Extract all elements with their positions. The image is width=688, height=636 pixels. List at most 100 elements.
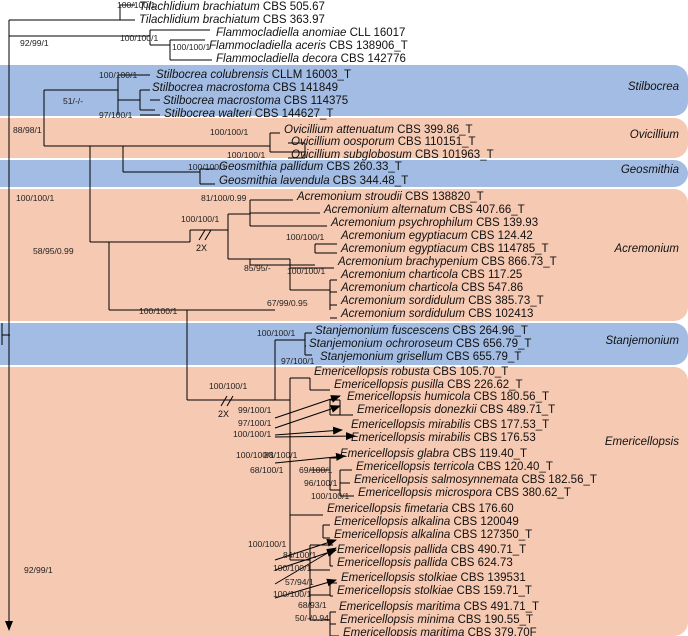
taxon-species: Acremonium sordidulum	[340, 295, 465, 307]
support-value: 100/100/1	[99, 70, 137, 80]
taxon-species: Acremonium brachypenium	[337, 256, 478, 268]
taxon-label: Stilbocrea macrostoma CBS 141849	[152, 82, 338, 94]
taxon-label: Stanjemonium fuscescens CBS 264.96_T	[315, 325, 528, 337]
taxon-label: Emericellopsis pusilla CBS 226.62_T	[334, 379, 523, 391]
taxon-species: Emericellopsis glabra	[340, 448, 449, 460]
taxon-strain: CBS 182.56_T	[518, 474, 597, 486]
support-value: 100/100/1	[257, 328, 295, 338]
pointer-arrow	[274, 432, 356, 441]
support-value: 58/95/0.99	[33, 246, 74, 256]
taxon-strain: CBS 119.40_T	[449, 448, 527, 460]
taxon-strain: CBS 101963_T	[412, 149, 494, 161]
taxon-species: Stilbocrea colubrensis	[156, 69, 269, 81]
break-label: 2X	[218, 409, 229, 419]
taxon-strain: CLL 16017	[346, 27, 405, 39]
taxon-label: Acremonium stroudii CBS 138820_T	[296, 191, 484, 203]
taxon-strain: CBS 180.56_T	[470, 391, 549, 403]
taxon-species: Acremonium stroudii	[296, 191, 402, 203]
pointer-arrow	[274, 395, 341, 419]
support-value: 100/100/1	[172, 42, 210, 52]
taxon-label: Tilachlidium brachiatum CBS 363.97	[139, 14, 325, 26]
support-value: 100/100/1	[233, 429, 271, 439]
taxon-strain: CBS 124.42	[468, 230, 533, 242]
taxon-species: Emericellopsis robusta	[314, 366, 430, 378]
support-value: 68/100/1	[250, 465, 284, 475]
support-value: 92/99/1	[20, 38, 49, 48]
clade-label: Stanjemonium	[605, 335, 679, 347]
taxon-species: Emericellopsis pallida	[337, 544, 448, 556]
taxon-label: Acremonium psychrophilum CBS 139.93	[330, 217, 538, 229]
taxon-species: Emericellopsis humicola	[347, 391, 470, 403]
taxon-strain: CBS 866.73_T	[478, 256, 557, 268]
taxon-label: Emericellopsis maritima CBS 379.70F	[343, 627, 537, 636]
support-value: 50/-/0.94	[295, 613, 329, 623]
taxon-strain: CBS 110151_T	[395, 136, 476, 148]
taxon-strain: CBS 385.73_T	[465, 295, 544, 307]
taxon-species: Tilachlidium brachiatum	[139, 1, 260, 13]
taxon-label: Ovicillium subglobosum CBS 101963_T	[291, 149, 494, 161]
taxon-strain: CBS 624.73	[448, 557, 513, 569]
taxon-species: Acremonium charticola	[340, 269, 458, 281]
taxon-species: Stanjemonium ochroroseum	[309, 338, 453, 350]
taxon-label: Stilbocrea walteri CBS 144627_T	[164, 108, 333, 120]
pointer-arrow	[274, 578, 337, 599]
support-value: 100/100/1	[16, 193, 54, 203]
taxon-species: Emericellopsis donezkii	[357, 404, 477, 416]
clade-label: Geosmithia	[621, 164, 679, 176]
pointer-arrow	[274, 405, 341, 429]
taxon-strain: CBS 190.55_T	[454, 614, 533, 626]
taxon-label: Emericellopsis humicola CBS 180.56_T	[347, 391, 549, 403]
clade-label: Emericellopsis	[605, 436, 679, 448]
taxon-species: Emericellopsis fimetaria	[327, 503, 448, 515]
support-value: 69/100/1	[299, 465, 333, 475]
support-value: 96/100/1	[304, 478, 338, 488]
support-value: 100/100/1	[139, 306, 177, 316]
taxon-species: Tilachlidium brachiatum	[139, 14, 260, 26]
taxon-species: Geosmithia lavendula	[219, 175, 330, 187]
taxon-label: Geosmithia pallidum CBS 260.33_T	[219, 161, 402, 173]
taxon-species: Ovicillium subglobosum	[291, 149, 412, 161]
support-value: 85/95/-	[244, 263, 271, 273]
support-value: 100/100/1	[120, 33, 158, 43]
support-value: 67/99/0.95	[267, 298, 308, 308]
taxon-strain: CBS 344.48_T	[330, 175, 409, 187]
taxon-strain: CBS 176.60	[448, 503, 513, 515]
support-value: 100/100/1	[209, 381, 247, 391]
clade-label: Acremonium	[613, 243, 679, 255]
pointer-arrow	[274, 547, 337, 585]
pointer-arrow	[274, 539, 337, 561]
taxon-label: Flammocladiella anomiae CLL 16017	[216, 27, 405, 39]
taxon-strain: CBS 139531	[457, 572, 525, 584]
taxon-species: Emericellopsis maritima	[343, 627, 464, 636]
taxon-species: Ovicillium attenuatum	[284, 124, 394, 136]
support-value: 100/100/1	[248, 539, 286, 549]
taxon-species: Flammocladiella aceris	[209, 40, 326, 52]
taxon-species: Emericellopsis salmosynnemata	[354, 474, 518, 486]
taxon-label: Acremonium egyptiacum CBS 124.42	[340, 230, 533, 242]
pointer-arrow	[274, 452, 346, 464]
clade-band	[0, 118, 688, 158]
taxon-label: Emericellopsis mirabilis CBS 176.53	[351, 432, 536, 444]
taxon-strain: CBS 159.71_T	[453, 585, 532, 597]
taxon-strain: CBS 139.93	[473, 217, 538, 229]
taxon-strain: CBS 655.79_T	[443, 351, 522, 363]
taxon-label: Emericellopsis donezkii CBS 489.71_T	[357, 404, 555, 416]
taxon-species: Emericellopsis maritima	[339, 601, 460, 613]
taxon-label: Acremonium charticola CBS 117.25	[340, 269, 522, 281]
support-value: 100/100/1	[236, 450, 274, 460]
taxon-strain: CBS 379.70F	[464, 627, 536, 636]
support-value: 81/100/0.99	[201, 193, 247, 203]
taxon-label: Ovicillium oosporum CBS 110151_T	[291, 136, 476, 148]
taxon-strain: CBS 144627_T	[252, 108, 334, 120]
clade-band	[0, 323, 688, 365]
taxon-label: Acremonium sordidulum CBS 102413	[340, 308, 533, 320]
support-value: 97/100/1	[238, 418, 272, 428]
taxon-strain: CBS 260.33_T	[323, 161, 402, 173]
taxon-strain: CBS 138906_T	[326, 40, 408, 52]
branch-break-mark	[198, 229, 206, 241]
support-value: 88/98/1	[13, 125, 42, 135]
support-value: 97/100/1	[99, 110, 133, 120]
support-value: 100/100/1	[311, 491, 349, 501]
support-value: 92/99/1	[24, 565, 53, 575]
support-value: 100/100/1	[273, 563, 311, 573]
